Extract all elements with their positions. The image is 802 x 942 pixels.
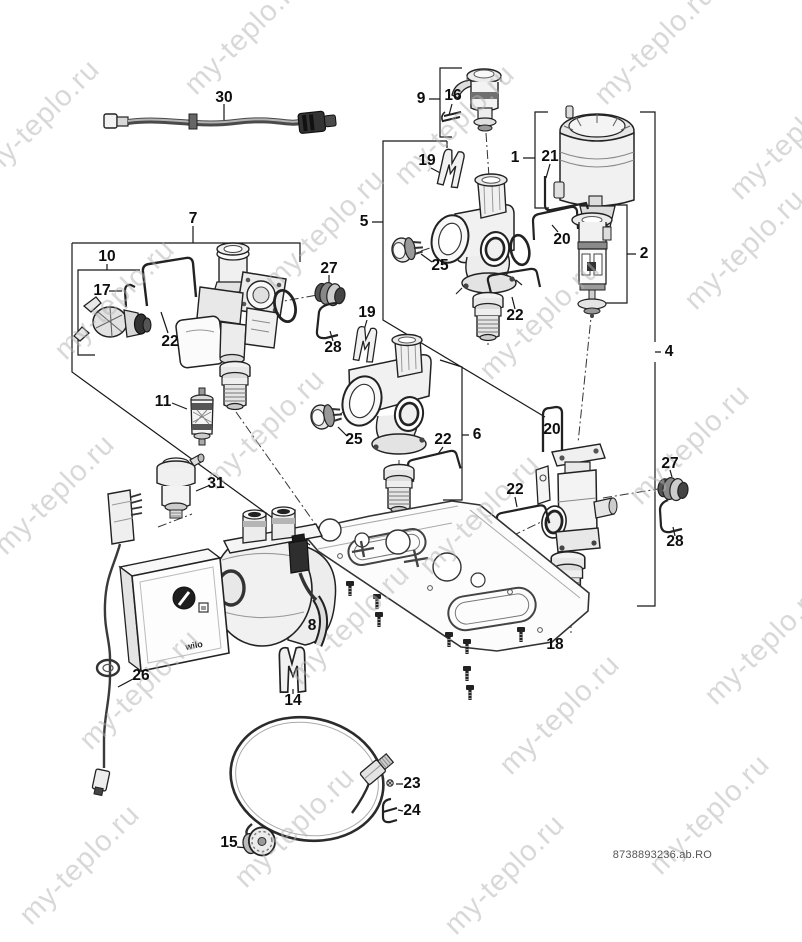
cable-30 xyxy=(103,110,337,134)
pin-17 xyxy=(123,283,136,308)
valve-assembly-6 xyxy=(341,333,432,455)
clip-28a xyxy=(315,301,339,340)
fitting-5 xyxy=(472,291,504,342)
sensor-loop xyxy=(229,715,398,857)
clip-22c xyxy=(406,449,463,484)
manifold-plate xyxy=(299,500,590,652)
diagram-line-art: wilo xyxy=(71,67,690,857)
clip-20b xyxy=(541,405,564,452)
cartridge-2 xyxy=(571,212,613,318)
clip-19b xyxy=(351,324,379,364)
cap-15 xyxy=(242,826,276,857)
clip-28b xyxy=(658,498,683,534)
airvent-31 xyxy=(156,453,205,519)
sensor-10 xyxy=(73,296,152,342)
sensor-23 xyxy=(359,753,395,785)
clip-19a xyxy=(435,147,467,190)
clip-16 xyxy=(441,111,462,123)
pump-8: wilo xyxy=(118,506,337,673)
fitting-6 xyxy=(383,463,415,514)
clip-24 xyxy=(381,797,398,824)
part-code: 8738893236.ab.RO xyxy=(612,849,712,861)
plug-25b xyxy=(308,400,345,432)
actuator-1 xyxy=(553,105,635,239)
cable-26 xyxy=(91,489,143,797)
clip-14 xyxy=(278,646,307,693)
fitting-7 xyxy=(219,360,251,411)
clip-22b xyxy=(141,256,198,307)
plug-25a xyxy=(389,233,426,265)
filter-11 xyxy=(190,387,214,446)
pin-21 xyxy=(543,176,590,212)
valve-assembly-7 xyxy=(175,242,297,369)
pump-logo: wilo xyxy=(183,639,204,652)
clip-20a xyxy=(531,205,580,241)
valve-9 xyxy=(451,68,502,132)
grommet-27b xyxy=(656,475,690,503)
valve-assembly-4 xyxy=(535,443,618,553)
valve-assembly-5 xyxy=(430,173,531,295)
